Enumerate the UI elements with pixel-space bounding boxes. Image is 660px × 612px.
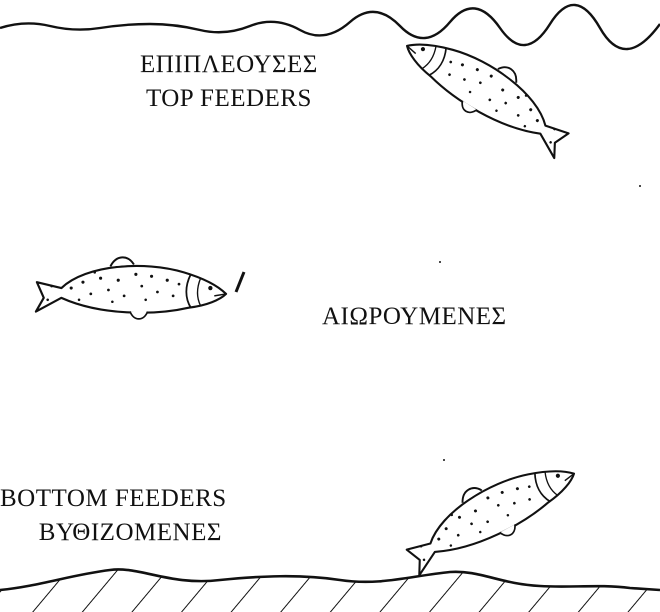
mid-water-fish [36,257,226,319]
food-particle [236,272,244,292]
bottom-feeders-label-greek: ΒΥΘΙΖΟΜΕΝΕΣ [0,516,227,550]
food-speck [439,261,441,263]
bottom-feeders-label-english: BOTTOM FEEDERS [0,482,227,516]
food-speck [639,185,641,187]
midwater-label: ΑΙΩΡΟΥΜΕΝΕΣ [322,300,507,334]
food-speck [443,459,445,461]
top-feeders-label-english: TOP FEEDERS [140,82,318,116]
bottom-feeders-label: BOTTOM FEEDERS ΒΥΘΙΖΟΜΕΝΕΣ [0,482,227,550]
water-surface-line [0,5,660,49]
bottom-feeder-fish [395,442,586,581]
seabed [0,569,660,612]
top-feeders-label: ΕΠΙΠΛΕΟΥΣΕΣ TOP FEEDERS [140,48,318,116]
top-feeders-label-greek: ΕΠΙΠΛΕΟΥΣΕΣ [140,48,318,82]
